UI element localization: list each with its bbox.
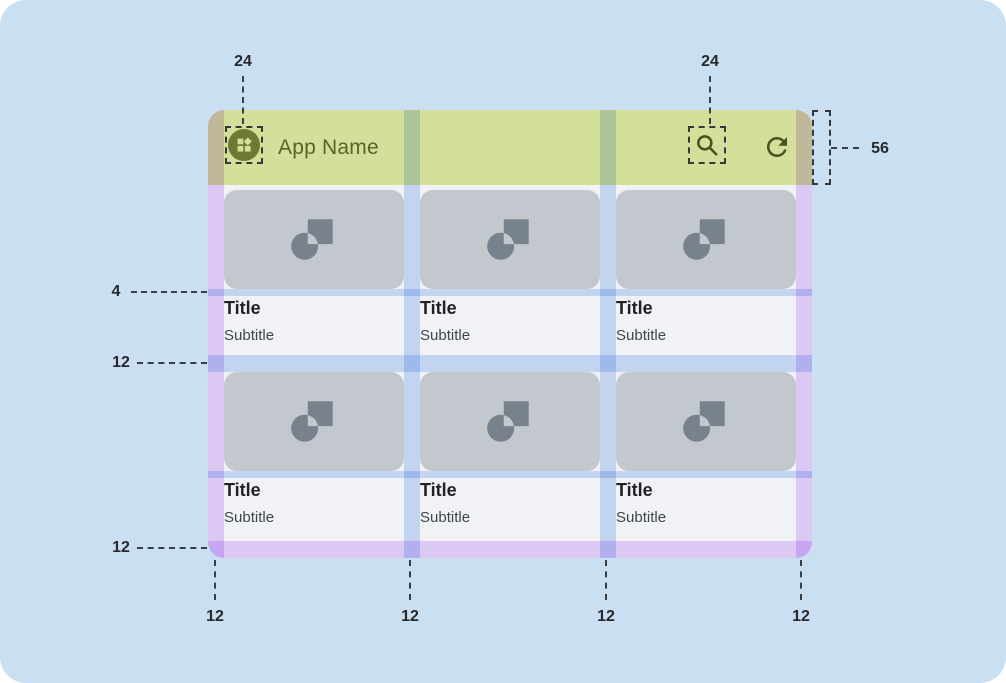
card-title: Title	[420, 298, 457, 318]
dim-line	[831, 147, 859, 149]
card[interactable]: Title Subtitle	[616, 372, 796, 528]
card-title: Title	[224, 298, 261, 318]
dim-line	[605, 560, 607, 600]
dim-label-image-text-gap: 4	[111, 283, 121, 300]
app-title: App Name	[278, 135, 379, 159]
action-icon-measure-box	[688, 126, 726, 164]
dim-line	[242, 76, 244, 124]
dim-label-right-margin: 12	[792, 608, 810, 625]
dim-line	[137, 547, 207, 549]
card-media	[616, 190, 796, 289]
card[interactable]: Title Subtitle	[224, 372, 404, 528]
dim-line	[409, 560, 411, 600]
appbar-height-bracket	[812, 110, 831, 185]
card-media	[224, 190, 404, 289]
dim-label-left-margin: 12	[206, 608, 224, 625]
dim-label-leading-icon: 24	[234, 53, 252, 70]
card-subtitle: Subtitle	[224, 327, 275, 344]
dim-label-bottom-margin: 12	[112, 539, 130, 556]
dim-line	[131, 291, 207, 293]
card[interactable]: Title Subtitle	[616, 190, 796, 346]
dim-line	[709, 76, 711, 124]
dim-line	[800, 560, 802, 600]
card[interactable]: Title Subtitle	[420, 190, 600, 346]
row-gap-overlay	[208, 355, 812, 372]
dashboard-grid-icon	[237, 137, 252, 152]
dim-label-action-icon: 24	[701, 53, 719, 70]
card-media	[420, 372, 600, 471]
card-subtitle: Subtitle	[224, 509, 275, 526]
image-placeholder-icon	[487, 218, 529, 260]
card-subtitle: Subtitle	[616, 327, 667, 344]
card[interactable]: Title Subtitle	[420, 372, 600, 528]
card[interactable]: Title Subtitle	[224, 190, 404, 346]
card-media	[616, 372, 796, 471]
card-media	[224, 372, 404, 471]
image-placeholder-icon	[683, 218, 725, 260]
card-title: Title	[616, 480, 653, 500]
dim-line	[137, 362, 207, 364]
card-title: Title	[616, 298, 653, 318]
top-app-bar: App Name	[208, 110, 812, 185]
image-placeholder-icon	[487, 400, 529, 442]
card-subtitle: Subtitle	[616, 509, 667, 526]
app-logo-button[interactable]	[228, 129, 260, 161]
card-title: Title	[420, 480, 457, 500]
dim-label-appbar-height: 56	[871, 140, 889, 157]
dim-label-row-gap: 12	[112, 354, 130, 371]
dim-label-gutter-right: 12	[597, 608, 615, 625]
refresh-icon[interactable]	[762, 132, 792, 162]
card-media	[420, 190, 600, 289]
dim-line	[214, 560, 216, 600]
image-placeholder-icon	[291, 400, 333, 442]
bottom-margin-overlay	[208, 541, 812, 558]
card-subtitle: Subtitle	[420, 509, 471, 526]
image-placeholder-icon	[291, 218, 333, 260]
card-subtitle: Subtitle	[420, 327, 471, 344]
search-icon[interactable]	[694, 132, 720, 158]
dim-label-gutter-left: 12	[401, 608, 419, 625]
leading-icon-measure-box	[225, 126, 263, 164]
image-placeholder-icon	[683, 400, 725, 442]
card-title: Title	[224, 480, 261, 500]
app-layout-mock: App Name Title Subtit	[208, 110, 812, 558]
